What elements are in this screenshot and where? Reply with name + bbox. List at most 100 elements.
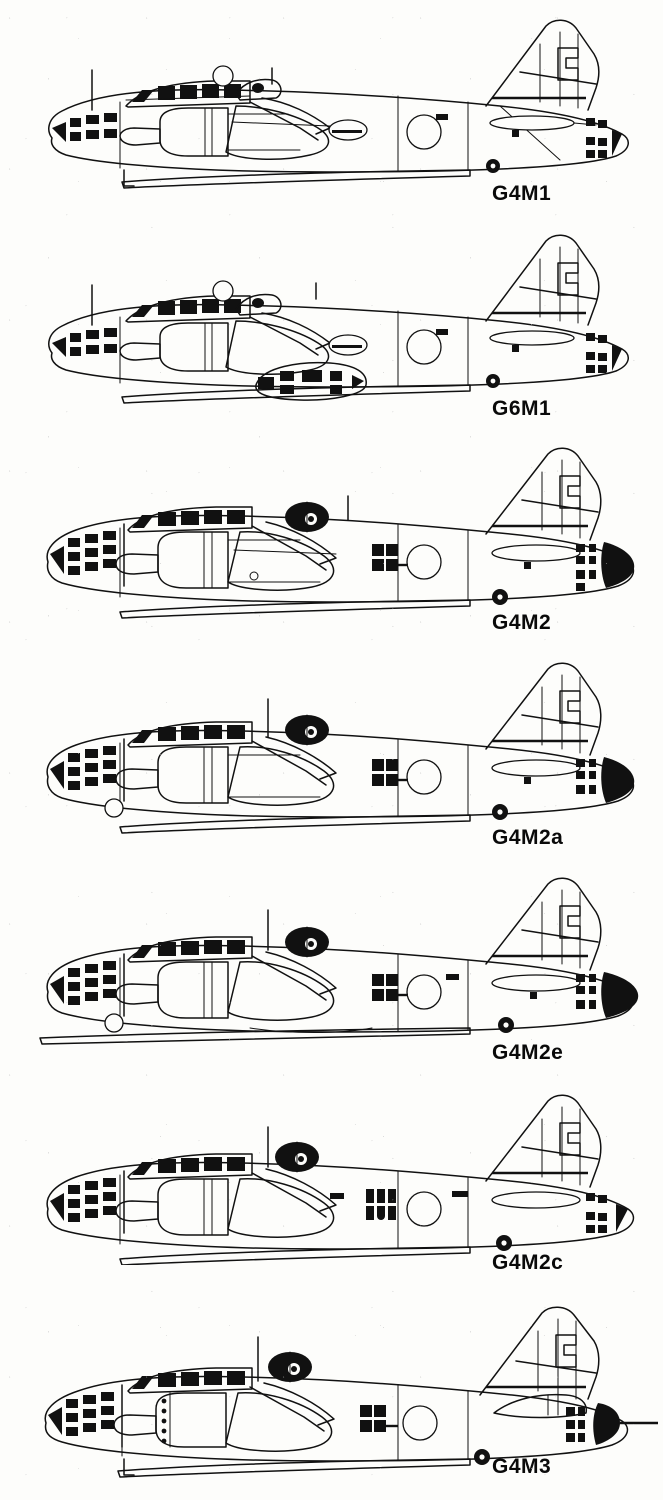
- variant-row: G4M2c: [0, 1085, 663, 1274]
- markings: [328, 114, 519, 150]
- tail-assembly: [479, 1306, 600, 1419]
- nose-glazing: [50, 953, 125, 1017]
- variant-row: G4M2e: [0, 870, 663, 1064]
- wing-root: [225, 1382, 335, 1452]
- engine-nacelle: [119, 322, 229, 372]
- aircraft-profile-g4m2c: [46, 1094, 635, 1265]
- wing-trailing-edge: [121, 169, 471, 189]
- hinomaru-roundel: [406, 544, 442, 580]
- aircraft-profile-g4m2a: [46, 662, 635, 834]
- powered-dorsal-turret: [285, 714, 329, 746]
- variant-label-g4m1: G4M1: [492, 182, 552, 205]
- variant-label-g6m1: G6M1: [492, 397, 552, 420]
- variant-label-g4m2c: G4M2c: [492, 1251, 564, 1274]
- tail-assembly: [485, 234, 600, 346]
- variant-row: G4M3: [0, 1295, 663, 1480]
- hinomaru-roundel: [406, 1191, 442, 1227]
- waist-window-pair: [372, 544, 408, 571]
- variant-row: G4M1: [0, 10, 663, 205]
- hinomaru-roundel: [402, 1405, 438, 1441]
- aircraft-profile-g4m2e: [39, 877, 639, 1045]
- cockpit-greenhouse: [125, 295, 251, 323]
- nose-glazing: [52, 328, 117, 357]
- engine-nacelle: [115, 746, 321, 804]
- engine-nacelle: [115, 961, 229, 1019]
- wing-trailing-edge: [119, 814, 471, 834]
- tail-turret: [576, 542, 635, 591]
- tail-glazing: [586, 118, 622, 158]
- hinomaru-roundel: [406, 974, 442, 1010]
- wing-root: [227, 521, 337, 591]
- cockpit-greenhouse: [127, 506, 253, 533]
- nose-glazing: [50, 1170, 125, 1234]
- rudder-step: [559, 475, 581, 509]
- engine-nacelle: [113, 1392, 227, 1448]
- hinomaru-roundel: [406, 329, 442, 365]
- variant-label-g4m2a: G4M2a: [492, 826, 564, 849]
- waist-window-pair: [360, 1405, 398, 1432]
- dorsal-ring-cupola: [212, 280, 282, 316]
- wing-root: [227, 1168, 337, 1238]
- dorsal-ring-cupola: [212, 65, 282, 101]
- variant-label-g4m2e: G4M2e: [492, 1041, 564, 1064]
- hinomaru-roundel: [406, 114, 442, 150]
- wing-root: [227, 951, 337, 1021]
- wing-root: [225, 312, 331, 376]
- rudder-step: [557, 262, 579, 296]
- wing-trailing-edge: [117, 1458, 471, 1478]
- engine-nacelle: [115, 1178, 229, 1236]
- aircraft-profile-g6m1: [48, 234, 629, 404]
- nose-glazing: [50, 523, 125, 587]
- variant-row: G4M2: [0, 440, 663, 634]
- nose-gun-ring: [104, 798, 124, 818]
- hinomaru-roundel: [406, 759, 442, 795]
- aircraft-profile-g4m1: [48, 19, 629, 189]
- tail-turret: [576, 757, 635, 803]
- propeller-spinner: [113, 1414, 157, 1436]
- rudder-step: [555, 1334, 577, 1368]
- wing-trailing-edge: [119, 599, 471, 619]
- engine-nacelle: [119, 107, 301, 157]
- nose-gun-ring: [104, 1013, 124, 1033]
- variant-label-g4m2: G4M2: [492, 611, 552, 634]
- waist-window-pair: [372, 759, 408, 786]
- tail-turret: [576, 972, 639, 1018]
- propeller-spinner: [119, 342, 161, 361]
- nose-glazing: [48, 1384, 123, 1448]
- tail-turret: [566, 1403, 658, 1445]
- cockpit-greenhouse: [127, 1367, 253, 1394]
- nose-glazing: [50, 738, 125, 802]
- markings: [330, 1189, 468, 1227]
- rudder-step: [557, 47, 579, 81]
- aircraft-profile-g4m3: [44, 1306, 658, 1478]
- tail-assembly: [485, 1094, 602, 1209]
- propeller-spinner: [115, 1200, 159, 1222]
- variant-row: G6M1: [0, 225, 663, 420]
- tail-assembly: [485, 19, 600, 131]
- rudder-step: [559, 905, 581, 939]
- cockpit-greenhouse: [127, 936, 253, 963]
- tail-glazing: [586, 333, 622, 373]
- propeller-spinner: [119, 127, 161, 146]
- cockpit-greenhouse: [127, 1153, 253, 1180]
- nose-glazing: [52, 113, 117, 142]
- fuselage-group: [44, 1375, 629, 1462]
- propeller-spinner: [115, 768, 159, 790]
- engine-nacelle: [115, 531, 321, 589]
- powered-dorsal-turret: [275, 1141, 319, 1173]
- tail-glazing: [586, 1193, 628, 1233]
- markings: [328, 329, 519, 365]
- powered-dorsal-turret: [285, 926, 329, 958]
- aircraft-profile-g4m2: [46, 447, 635, 619]
- propeller-spinner: [115, 553, 159, 575]
- wing-root: [227, 736, 337, 806]
- cockpit-greenhouse: [125, 80, 251, 108]
- variant-row: G4M2a: [0, 655, 663, 849]
- variant-label-g4m3: G4M3: [492, 1455, 552, 1478]
- rudder-step: [559, 1122, 581, 1156]
- powered-dorsal-turret: [285, 501, 329, 533]
- waist-blister-cluster: [366, 1189, 396, 1220]
- powered-dorsal-turret: [268, 1351, 312, 1383]
- rudder-step: [559, 690, 581, 724]
